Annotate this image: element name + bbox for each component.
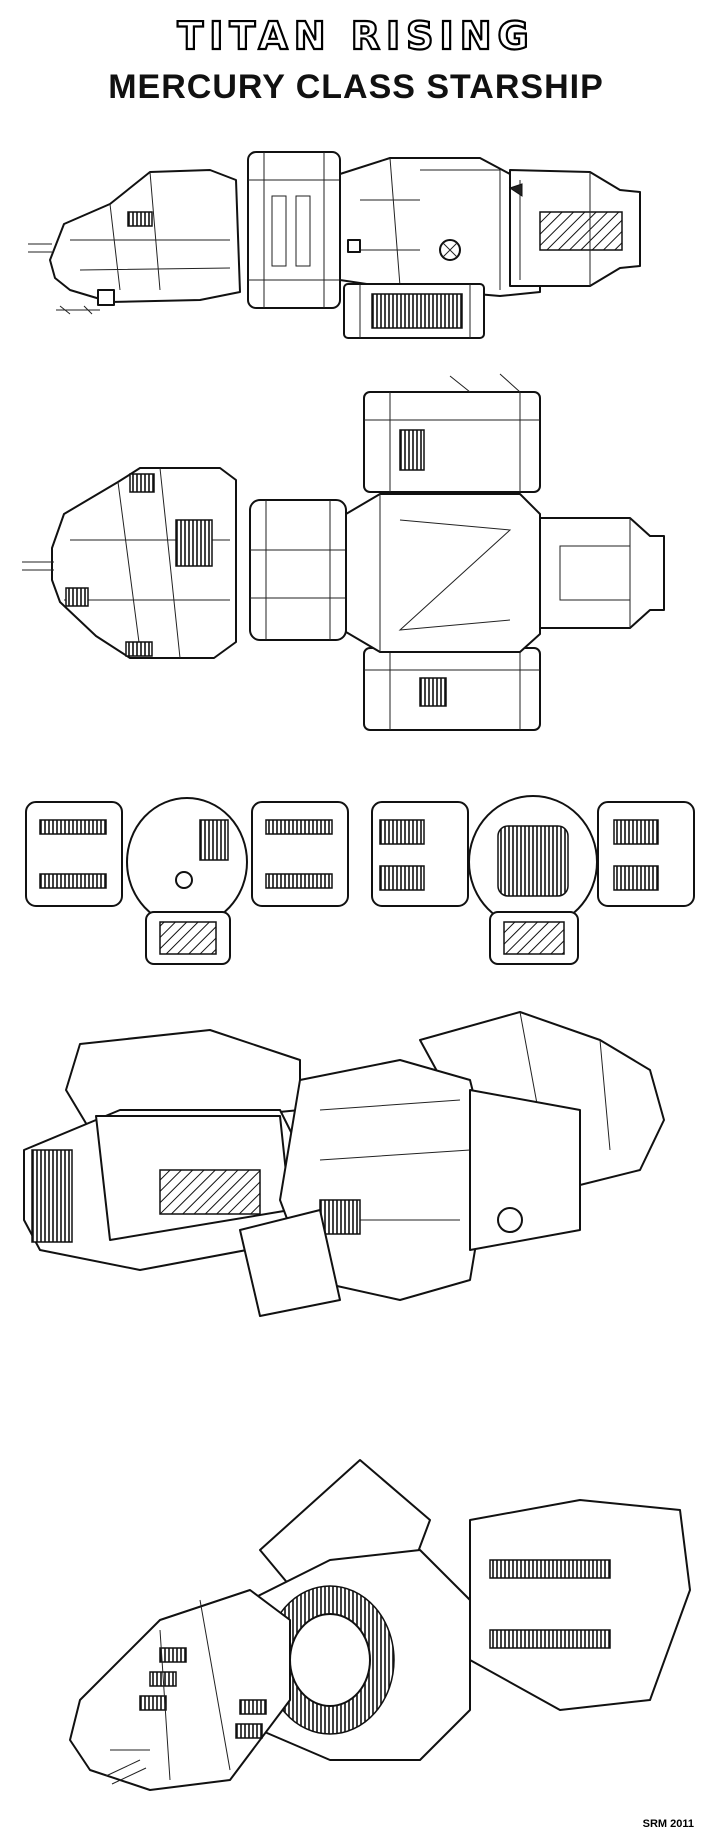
- perspective-front-view-drawing: [0, 1400, 712, 1800]
- author-credit: SRM 2011: [642, 1818, 694, 1830]
- top-nose-section: [22, 468, 236, 658]
- top-lower-cargo-pod: [364, 648, 540, 730]
- side-rotating-ring: [248, 152, 340, 308]
- top-engine-block: [540, 518, 664, 628]
- side-engine-block: [510, 170, 640, 286]
- side-nose-section: [28, 170, 240, 314]
- top-rotating-ring: [250, 500, 346, 640]
- perspective-front-ship: [70, 1460, 690, 1790]
- top-mid-hull: [346, 494, 540, 652]
- title-titan-rising: TITAN RISING: [176, 13, 535, 59]
- perspective-rear-view-drawing: [0, 1000, 712, 1320]
- front-rear-views-drawing: [0, 780, 712, 970]
- rear-view: [372, 796, 694, 964]
- side-lower-pod: [344, 284, 484, 338]
- front-view: [26, 798, 348, 964]
- side-mid-hull: [340, 158, 540, 296]
- perspective-rear-ship: [24, 1012, 664, 1316]
- top-upper-cargo-pod: [364, 374, 540, 492]
- title-mercury-class-starship: MERCURY CLASS STARSHIP: [108, 68, 604, 106]
- top-view-drawing: [0, 370, 712, 740]
- side-view-drawing: [0, 140, 712, 340]
